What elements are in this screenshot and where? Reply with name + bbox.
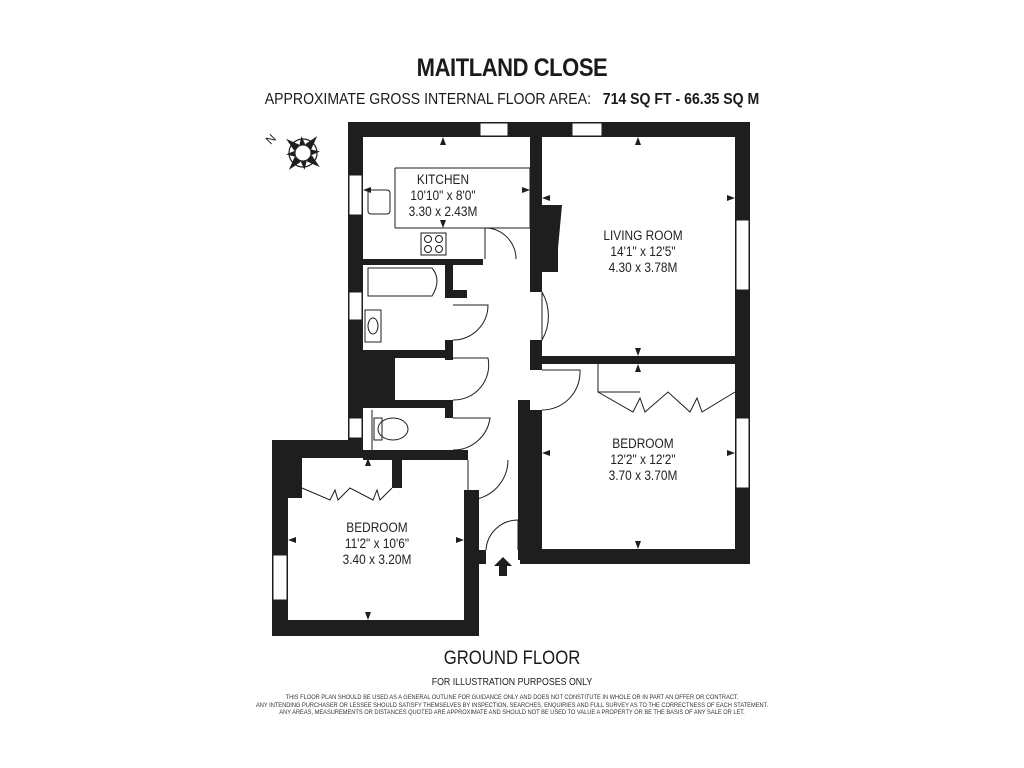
room-name: BEDROOM (346, 520, 408, 535)
floor-area-label: APPROXIMATE GROSS INTERNAL FLOOR AREA: (264, 91, 591, 108)
floor-area-value: 714 SQ FT - 66.35 SQ M (602, 91, 760, 108)
dimension-markers (288, 137, 735, 620)
disclaimer-line: ANY AREAS, MEASUREMENTS OR DISTANCES QUO… (279, 709, 745, 716)
compass-rose-icon (286, 136, 320, 170)
room-kitchen: KITCHEN 10'10" x 8'0" 3.30 x 2.43M (399, 172, 487, 220)
disclaimer-line: THIS FLOOR PLAN SHOULD BE USED AS A GENE… (285, 694, 739, 701)
disclaimer: THIS FLOOR PLAN SHOULD BE USED AS A GENE… (41, 694, 983, 717)
room-name: BEDROOM (612, 436, 674, 451)
room-name: KITCHEN (416, 172, 470, 187)
room-metric: 3.70 x 3.70M (608, 468, 678, 483)
room-bedroom-2: BEDROOM 11'2" x 10'6" 3.40 x 3.20M (329, 520, 426, 568)
floor-area-line: APPROXIMATE GROSS INTERNAL FLOOR AREA: 7… (61, 91, 962, 109)
room-imperial: 14'1" x 12'5" (610, 244, 676, 259)
room-metric: 3.30 x 2.43M (408, 204, 478, 219)
room-metric: 3.40 x 3.20M (342, 552, 412, 567)
fixtures (301, 167, 736, 551)
entrance-arrow-icon (494, 557, 512, 576)
compass-north-label: N (263, 131, 279, 147)
room-imperial: 12'2" x 12'2" (610, 452, 676, 467)
disclaimer-line: ANY INTENDING PURCHASER OR LESSEE SHOULD… (255, 701, 769, 709)
windows (272, 122, 750, 601)
floor-name: GROUND FLOOR (443, 648, 581, 669)
room-imperial: 11'2" x 10'6" (344, 536, 410, 551)
page-title: MAITLAND CLOSE (416, 54, 608, 82)
room-living-room: LIVING ROOM 14'1" x 12'5" 4.30 x 3.78M (595, 228, 692, 276)
room-name: LIVING ROOM (603, 228, 683, 243)
room-metric: 4.30 x 3.78M (608, 260, 678, 275)
room-bedroom-1: BEDROOM 12'2" x 12'2" 3.70 x 3.70M (595, 436, 692, 484)
illustration-note: FOR ILLUSTRATION PURPOSES ONLY (431, 677, 593, 688)
room-imperial: 10'10" x 8'0" (410, 188, 476, 203)
